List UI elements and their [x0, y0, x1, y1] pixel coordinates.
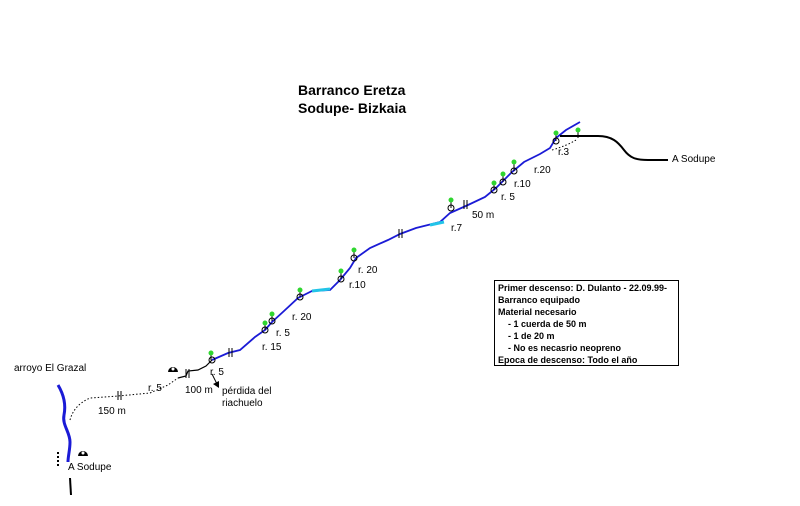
page-subtitle: Sodupe- Bizkaia: [298, 100, 407, 116]
info-material-item: - No es necasrio neopreno: [508, 343, 622, 353]
rappel-label: r. 5: [210, 367, 224, 378]
anchor-icon: [575, 127, 581, 138]
canyon-course-lower: [177, 359, 213, 379]
sodupe-top-label: A Sodupe: [672, 154, 716, 165]
arroyo-label: arroyo El Grazal: [14, 363, 87, 374]
anchor-icon: [447, 197, 455, 212]
distance-label: 150 m: [98, 406, 126, 417]
info-box: Primer descenso: D. Dulanto - 22.09.99- …: [494, 280, 679, 366]
perdida-label: pérdida del: [222, 386, 272, 397]
rappel-label: r.10: [514, 179, 531, 190]
anchor-icon: [499, 171, 507, 186]
distance-label: 50 m: [472, 210, 495, 221]
perdida-label: riachuelo: [222, 398, 263, 409]
anchor-icon: [268, 311, 276, 325]
anchor-icon: [510, 159, 518, 175]
rappel-label: r. 5: [148, 383, 162, 394]
rappel-label: r.10: [349, 280, 366, 291]
anchor-icon: [208, 350, 216, 364]
distance-ticks: [117, 200, 468, 400]
rappel-label: r. 20: [292, 312, 312, 323]
page-title: Barranco Eretza: [298, 82, 406, 98]
anchor-icon: [552, 130, 560, 145]
exit-trail-top: [560, 135, 668, 161]
anchor-icon: [296, 287, 304, 301]
distance-label: 100 m: [185, 385, 213, 396]
anchor-icon: [337, 268, 345, 283]
natural-anchor-icon: [168, 367, 178, 372]
rappel-label: r. 20: [358, 265, 378, 276]
anchors: [208, 127, 581, 364]
anchor-icon: [490, 180, 498, 194]
arrow-icon: [211, 373, 219, 388]
rappel-label: r. 5: [501, 192, 515, 203]
sodupe-bottom-label: A Sodupe: [68, 462, 112, 473]
info-equipped: Barranco equipado: [498, 295, 581, 305]
access-trail-bottom: [69, 477, 72, 496]
rappel-label: r. 15: [262, 342, 282, 353]
anchor-icon: [261, 320, 269, 334]
rappel-label: r.7: [451, 223, 463, 234]
anchor-icon: [350, 247, 358, 262]
rappel-label: r. 5: [276, 328, 290, 339]
rappel-label: r.20: [534, 165, 551, 176]
info-first-descent: Primer descenso: D. Dulanto - 22.09.99-: [498, 283, 668, 293]
info-material-item: - 1 de 20 m: [508, 331, 555, 341]
natural-anchor-icon: [78, 451, 88, 456]
info-season: Epoca de descenso: Todo el año: [498, 355, 638, 365]
arroyo-river: [56, 384, 72, 463]
info-material-item: - 1 cuerda de 50 m: [508, 319, 587, 329]
canyon-course-main: [211, 121, 581, 361]
info-material-heading: Material necesario: [498, 307, 577, 317]
approach-dotted-path: [69, 377, 179, 421]
pool-2: [429, 220, 445, 227]
rappel-label: r.3: [558, 147, 570, 158]
pool-1: [311, 287, 331, 293]
